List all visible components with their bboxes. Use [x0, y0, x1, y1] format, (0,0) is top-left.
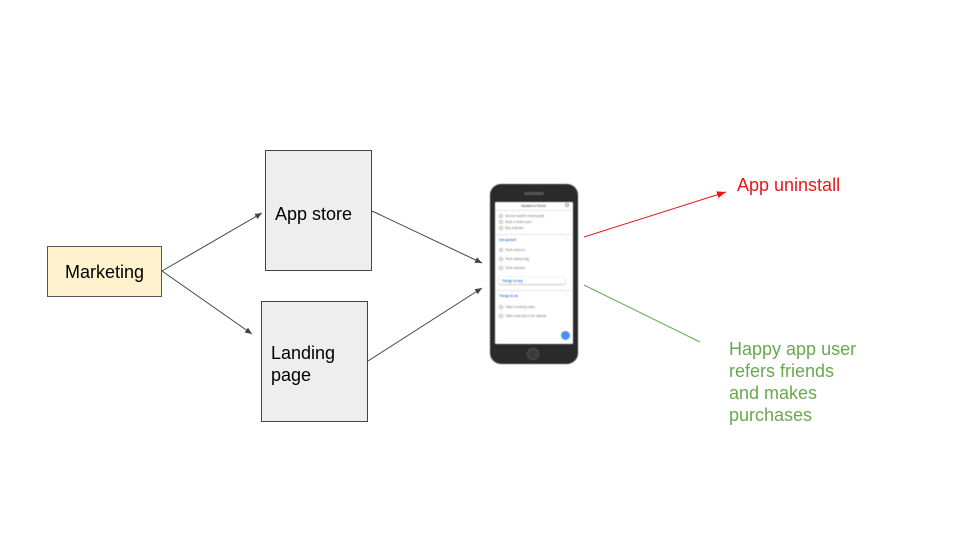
- popup-label: Things to buy: [502, 278, 523, 283]
- screen-divider: [495, 210, 573, 211]
- back-chevron-icon: ‹: [499, 204, 501, 208]
- section-header: Things to do: [499, 294, 519, 298]
- landing-page-label-line2: page: [271, 365, 312, 385]
- screen-divider: [495, 290, 573, 291]
- phone-screen: ‹ Vacation in Rome Borrow Sarah's travel…: [495, 202, 573, 344]
- happy-user-outcome: Happy app user refers friends and makes …: [729, 338, 879, 426]
- list-item: Pack suitcase: [499, 266, 525, 271]
- section-header: Get packed: [499, 238, 517, 242]
- home-button: [527, 348, 539, 360]
- happy-line-3: and makes: [729, 383, 818, 403]
- avatar-icon: [565, 203, 569, 207]
- arrow-landing-to-phone: [367, 287, 483, 362]
- arrow-marketing-to-landing: [161, 270, 253, 335]
- screen-divider: [495, 234, 573, 235]
- phone-speaker: [524, 192, 544, 195]
- more-icon: ···: [565, 293, 569, 297]
- app-store-node: App store: [265, 150, 372, 271]
- arrow-marketing-to-appstore: [161, 212, 263, 272]
- app-store-label: App store: [275, 204, 353, 224]
- list-item: Book a hotel room: [499, 220, 531, 225]
- arrow-phone-to-uninstall: [583, 191, 727, 238]
- screen-title: Vacation in Rome: [521, 204, 546, 208]
- list-item: Buy suitcase: [499, 226, 523, 231]
- add-fab-icon: [561, 331, 570, 340]
- happy-line-1: Happy app user: [729, 339, 857, 359]
- arrow-appstore-to-phone: [371, 210, 483, 264]
- happy-line-4: purchases: [729, 405, 813, 425]
- uninstall-outcome: App uninstall: [737, 175, 841, 195]
- line-phone-to-happy: [583, 284, 701, 343]
- marketing-label: Marketing: [64, 261, 145, 282]
- happy-line-2: refers friends: [729, 361, 835, 381]
- list-item: Pack toiletry bag: [499, 257, 529, 262]
- list-item: Take a cooking class: [499, 305, 535, 310]
- landing-page-node: Landing page: [261, 301, 368, 422]
- list-item: Take a day trip to the Vatican: [499, 314, 546, 319]
- more-icon: ···: [565, 237, 569, 241]
- list-item: Borrow Sarah's travel guide: [499, 214, 544, 219]
- popup-card: Things to buy: [499, 277, 565, 284]
- phone-mockup-icon: ‹ Vacation in Rome Borrow Sarah's travel…: [490, 184, 578, 364]
- landing-page-label-line1: Landing: [271, 343, 336, 363]
- list-item: Pack carry-on: [499, 248, 525, 253]
- marketing-node: Marketing: [47, 246, 162, 297]
